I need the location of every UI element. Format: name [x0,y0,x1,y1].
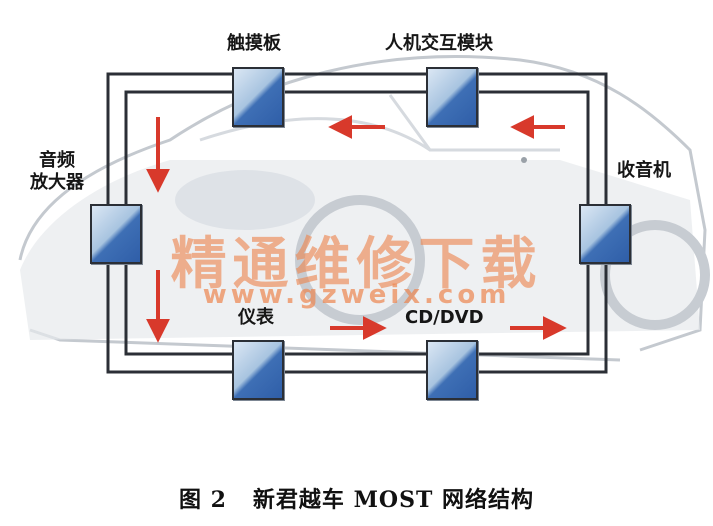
touch-panel-label: 触摸板 [227,33,281,54]
instrument-label: 仪表 [238,307,274,328]
watermark-chinese: 精通维修下载 [170,231,543,297]
watermark-url: www.gzweix.com [202,280,511,310]
hmi-module-node [426,67,478,127]
figure-caption: 图 2 新君越车 MOST 网络结构 [0,482,713,514]
radio-node [579,204,631,264]
radio-label: 收音机 [617,160,671,181]
cd-dvd-label: CD/DVD [405,307,484,328]
touch-panel-node [232,67,284,127]
audio-amp-node [90,204,142,264]
figure-number: 图 2 [178,487,227,513]
cd-dvd-node [426,340,478,400]
front-wheel [295,195,425,325]
headlight [175,170,315,230]
hmi-module-label: 人机交互模块 [385,33,493,54]
audio-amp-label: 音频 放大器 [30,150,84,193]
flow-arrows [146,115,567,343]
figure-title: 新君越车 MOST 网络结构 [252,487,535,513]
small-dot [521,157,527,163]
instrument-node [232,340,284,400]
